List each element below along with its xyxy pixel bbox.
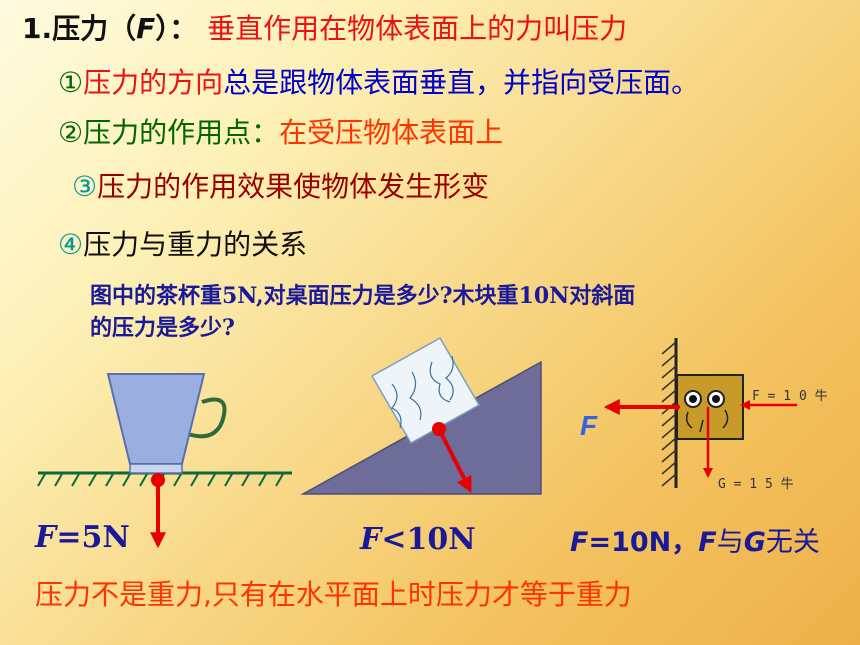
title-definition: 垂直作用在物体表面上的力叫压力 [207, 12, 628, 45]
title-number: 1. [22, 12, 53, 45]
point-1: ①压力的方向总是跟物体表面垂直，并指向受压面。 [58, 66, 699, 100]
point-2-body: 在受压物体表面上 [279, 116, 504, 149]
cup-base [129, 463, 183, 474]
point-2: ②压力的作用点：在受压物体表面上 [58, 116, 503, 150]
slope-contact-point [432, 422, 446, 436]
answer-cup-symbol: F [35, 520, 57, 555]
question-line-2: 的压力是多少? [90, 315, 235, 341]
push-label: F = 1 0 牛 [752, 389, 828, 404]
question-line-1: 图中的茶杯重5N,对桌面压力是多少?木块重10N对斜面 [90, 283, 636, 309]
point-3: ③压力的作用效果使物体发生形变 [72, 170, 489, 204]
answer-wall-f2: F [698, 527, 717, 558]
wall-hatch [661, 341, 677, 487]
wall-figure: F F = 1 0 牛 G = 1 5 牛 [580, 338, 828, 492]
answer-wall: F=10N，F与G无关 [570, 520, 820, 559]
table-hatch [37, 473, 284, 487]
point-2-colon: ： [251, 116, 280, 149]
point-3-marker: ③ [72, 170, 98, 203]
answer-wall-g: G [743, 527, 766, 558]
point-1-body: 总是跟物体表面垂直，并指向受压面。 [223, 66, 700, 99]
title-symbol: F [136, 12, 156, 45]
point-2-head: 压力的作用点 [83, 116, 252, 149]
cup-contact-point [151, 473, 165, 487]
wall-force-label: F [580, 410, 598, 441]
point-3-head: 压力的作用效果使物体发生形变 [97, 170, 490, 203]
answer-cup: F=5N [35, 520, 130, 555]
answer-wall-value: =10N， [588, 527, 699, 558]
point-4: ④压力与重力的关系 [58, 228, 307, 262]
conclusion: 压力不是重力,只有在水平面上时压力才等于重力 [35, 578, 632, 611]
block-grain [391, 355, 454, 429]
title-term: 压力（ [52, 12, 137, 45]
cup-handle [187, 397, 227, 439]
answer-slope-symbol: F [360, 522, 382, 557]
wall-block [676, 374, 744, 440]
title-close: ） [155, 12, 170, 45]
cup-body [106, 373, 206, 465]
gravity-label: G = 1 5 牛 [718, 477, 794, 492]
point-4-marker: ④ [58, 228, 84, 261]
point-1-head: 压力的方向 [83, 66, 224, 99]
title-colon: ： [169, 12, 198, 45]
answer-slope: F<10N [360, 522, 476, 557]
block-face [685, 409, 729, 433]
cup-figure [37, 373, 292, 549]
point-4-head: 压力与重力的关系 [83, 228, 308, 261]
answer-wall-mid: 与 [716, 527, 744, 558]
answer-wall-f1: F [570, 527, 589, 558]
slope-pressure-arrow [437, 428, 472, 493]
wood-block [370, 336, 481, 445]
answer-wall-end: 无关 [765, 527, 820, 558]
slope-figure [300, 336, 542, 495]
answer-slope-value: <10N [381, 522, 476, 557]
answer-cup-value: =5N [56, 520, 130, 555]
point-1-marker: ① [58, 66, 84, 99]
point-2-marker: ② [58, 116, 84, 149]
title-line: 1.压力（F）： 垂直作用在物体表面上的力叫压力 [22, 12, 627, 46]
